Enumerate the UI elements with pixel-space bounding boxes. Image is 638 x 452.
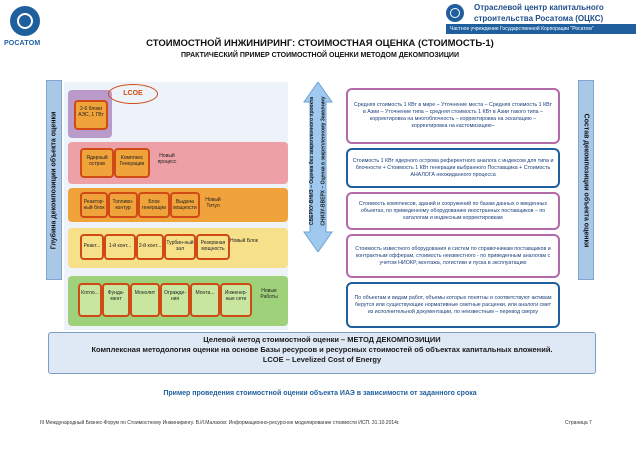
top-down-label: СВЕРХУ-ВНИЗ – Оценка без закрепленного п… <box>309 96 315 226</box>
level-3-item: Выдача мощности <box>170 192 200 218</box>
right-box-level-2: Стоимость 1 КВт ядерного острова референ… <box>346 148 560 188</box>
left-axis-label: Глубина декомпозиции объекта оценки <box>50 111 58 249</box>
slide-subtitle: ПРАКТИЧЕСКИЙ ПРИМЕР СТОИМОСТНОЙ ОЦЕНКИ М… <box>181 52 459 59</box>
method-banner: Целевой метод стоимостной оценки – МЕТОД… <box>48 332 596 374</box>
bottom-up-label: СНИЗУ-ВВЕРХ – Оценка в закрепленному Зак… <box>321 96 327 226</box>
level-4-item: 2-й конт... <box>136 234 164 260</box>
banner-line-1: Целевой метод стоимостной оценки – МЕТОД… <box>203 335 441 344</box>
banner-line-3: LCOE – Levelized Cost of Energy <box>262 355 382 364</box>
right-box-level-3: Стоимость комплексов, зданий и сооружени… <box>346 192 560 230</box>
header-bar: Частное учреждение Государственной Корпо… <box>446 24 636 34</box>
example-caption: Пример проведения стоимостной оценки объ… <box>163 390 477 397</box>
vertical-double-arrow <box>303 82 333 252</box>
level-4-item: Реакт... <box>80 234 104 260</box>
level-5-item: Инженер-ные сети <box>220 283 252 317</box>
level-2-item: Комплекс Генерации <box>114 148 150 178</box>
level-3-item: Реактор-ный блок <box>80 192 108 218</box>
left-axis-bar <box>46 80 62 280</box>
level-5-item: Котло... <box>78 283 102 317</box>
level-4-item: 1-й конт... <box>104 234 136 260</box>
page-number: Страница 7 <box>565 420 592 426</box>
level-5-item: Монолит <box>130 283 160 317</box>
lcoe-callout <box>108 84 158 104</box>
level-4-item: Новый Блок <box>230 238 258 244</box>
level-2-item: Новый процесс <box>157 153 177 165</box>
level-5-item: Огражде-ния <box>160 283 190 317</box>
level-5-item: Монта... <box>190 283 220 317</box>
right-box-level-1: Средняя стоимость 1 КВт в мире – Уточнен… <box>346 88 560 144</box>
rosatom-logo-text: РОСАТОМ <box>4 40 41 47</box>
footer-source: III Международный Бизнес-Форум по Стоимо… <box>40 420 400 426</box>
rosatom-logo-icon <box>10 6 40 36</box>
level-4-item: Турбин-ный зал <box>164 234 196 260</box>
level-3-item: Топливо-контур <box>108 192 138 218</box>
banner-line-2: Комплексная методология оценки на основе… <box>91 345 553 354</box>
level-3-item: Новый Титул <box>205 197 221 209</box>
header-title: Отраслевой центр капитального строительс… <box>474 3 604 23</box>
right-axis-label: Состав декомпозиции объекта оценки <box>582 113 590 247</box>
right-box-level-4: Стоимость известного оборудования и сист… <box>346 234 560 278</box>
level-2-item: Ядерный остров <box>80 148 114 178</box>
lcoe-label: LCOE <box>123 90 143 97</box>
right-box-level-5: По объектам и видам работ, объемы которы… <box>346 282 560 328</box>
level-4-item: Резервная мощность <box>196 234 230 260</box>
level-1-item: 2-6 блоки АЭС, 1 ГВт <box>74 100 108 130</box>
level-5-item: Фунда-мент <box>102 283 130 317</box>
level-5-item: Новые Работы <box>260 288 278 300</box>
right-axis-bar <box>578 80 594 280</box>
level-3-item: Блок генерации <box>138 192 170 218</box>
slide-title: СТОИМОСТНОЙ ИНЖИНИРИНГ: СТОИМОСТНАЯ ОЦЕН… <box>146 38 494 49</box>
ocks-logo-icon <box>446 4 464 22</box>
